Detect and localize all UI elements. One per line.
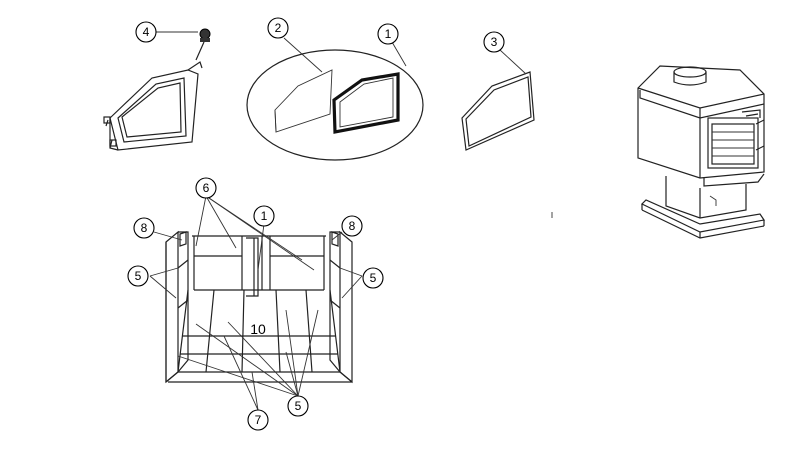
gasket-kit [246, 49, 424, 161]
callout-3: 3 [483, 31, 505, 53]
svg-text:4: 4 [143, 25, 150, 39]
svg-text:7: 7 [255, 413, 262, 427]
callout-8-right: 8 [341, 215, 363, 237]
callout-1-top: 1 [377, 23, 399, 45]
callout-8-left: 8 [133, 217, 155, 239]
svg-text:1: 1 [261, 209, 268, 223]
stove [637, 65, 766, 239]
callout-5-right: 5 [362, 267, 384, 289]
callout-1-bottom: 1 [253, 205, 275, 227]
glass-gasket [461, 71, 535, 151]
svg-text:2: 2 [275, 21, 282, 35]
svg-text:1: 1 [385, 27, 392, 41]
callout-7: 7 [247, 409, 269, 431]
knob-icon [199, 28, 211, 42]
floor-label-10: 10 [250, 321, 266, 337]
svg-text:3: 3 [491, 35, 498, 49]
callout-5-left: 5 [127, 265, 149, 287]
leader-lines [149, 31, 527, 411]
callout-5-bottom: 5 [287, 395, 309, 417]
callout-4: 4 [135, 21, 157, 43]
door-assembly [103, 28, 211, 151]
svg-text:8: 8 [141, 221, 148, 235]
svg-text:5: 5 [295, 399, 302, 413]
svg-text:6: 6 [203, 181, 210, 195]
svg-text:5: 5 [370, 271, 377, 285]
callout-6: 6 [195, 177, 217, 199]
callout-2: 2 [267, 17, 289, 39]
firebox-bricks [165, 230, 353, 384]
svg-text:5: 5 [135, 269, 142, 283]
svg-text:8: 8 [349, 219, 356, 233]
